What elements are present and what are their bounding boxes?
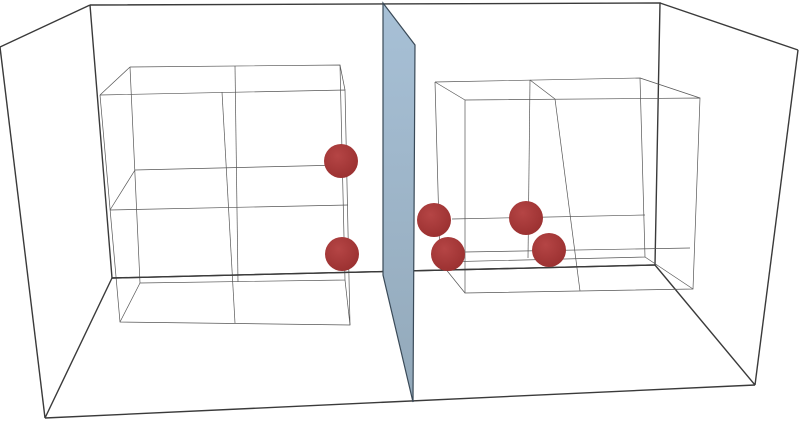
spheres — [324, 144, 566, 271]
sphere — [532, 233, 566, 267]
divider-plane — [382, 1, 416, 403]
sphere — [325, 237, 359, 271]
right-grid-wireframe — [434, 77, 701, 294]
sphere — [324, 144, 358, 178]
sphere — [509, 201, 543, 235]
sphere — [431, 237, 465, 271]
sphere — [417, 203, 451, 237]
left-grid-wireframe — [99, 64, 351, 326]
